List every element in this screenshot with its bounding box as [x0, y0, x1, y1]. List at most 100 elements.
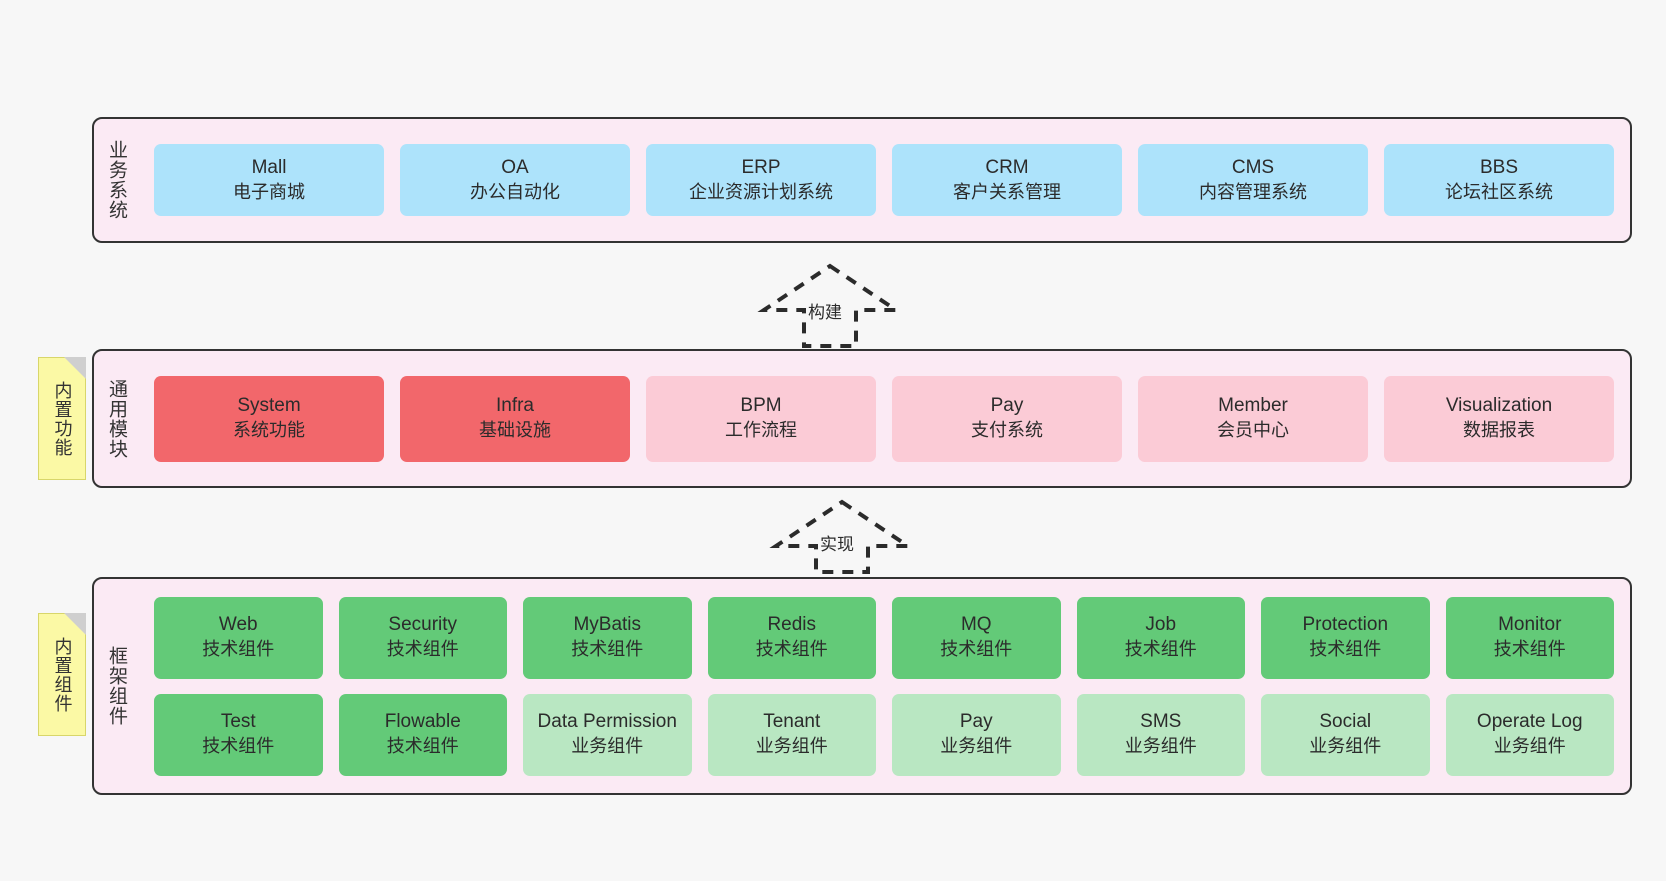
- arrow-build-label: 构建: [808, 303, 842, 322]
- arrow-build-shape: [757, 263, 903, 348]
- node-label-en: SMS: [1140, 711, 1182, 733]
- layer-framework-components: 框架组件 Web 技术组件 Security 技术组件 MyBatis 技术组件…: [92, 577, 1632, 795]
- layer-common-modules-title: 通用模块: [106, 378, 128, 459]
- arrow-build: 构建: [757, 262, 903, 350]
- node-label-en: System: [237, 395, 301, 417]
- node-label-cn: 技术组件: [386, 639, 459, 660]
- node-label-en: Visualization: [1445, 395, 1553, 417]
- node-label-en: Tenant: [763, 711, 821, 733]
- business-node-cms[interactable]: CMS 内容管理系统: [1138, 144, 1368, 216]
- node-label-cn: 技术组件: [571, 639, 644, 660]
- node-label-en: Pay: [959, 711, 993, 733]
- component-node-redis[interactable]: Redis 技术组件: [707, 596, 876, 679]
- node-label-cn: 技术组件: [755, 639, 828, 660]
- node-label-cn: 办公自动化: [470, 181, 560, 202]
- node-label-cn: 企业资源计划系统: [689, 181, 833, 202]
- node-label-en: Pay: [990, 395, 1024, 417]
- sticky-note-builtin-components: 内置组件: [38, 613, 86, 736]
- component-node-job[interactable]: Job 技术组件: [1076, 596, 1245, 679]
- node-label-cn: 会员中心: [1217, 420, 1289, 441]
- node-label-cn: 内容管理系统: [1199, 181, 1307, 202]
- framework-mixed-row: Test 技术组件 Flowable 技术组件 Data Permission …: [154, 693, 1614, 776]
- component-node-security[interactable]: Security 技术组件: [338, 596, 507, 679]
- component-node-flowable[interactable]: Flowable 技术组件: [338, 693, 507, 776]
- business-node-oa[interactable]: OA 办公自动化: [400, 144, 630, 216]
- component-node-social[interactable]: Social 业务组件: [1261, 693, 1430, 776]
- component-node-protection[interactable]: Protection 技术组件: [1261, 596, 1430, 679]
- node-label-en: CRM: [985, 156, 1029, 178]
- node-label-cn: 业务组件: [755, 736, 828, 757]
- module-node-bpm[interactable]: BPM 工作流程: [646, 375, 876, 462]
- node-label-cn: 业务组件: [1493, 736, 1566, 757]
- component-node-operate-log[interactable]: Operate Log 业务组件: [1445, 693, 1614, 776]
- node-label-cn: 客户关系管理: [953, 181, 1061, 202]
- module-node-visualization[interactable]: Visualization 数据报表: [1384, 375, 1614, 462]
- module-node-system[interactable]: System 系统功能: [154, 375, 384, 462]
- node-label-en: Test: [220, 711, 256, 733]
- component-node-test[interactable]: Test 技术组件: [154, 693, 323, 776]
- node-label-en: Member: [1218, 395, 1288, 417]
- node-label-cn: 技术组件: [202, 736, 275, 757]
- node-label-cn: 业务组件: [571, 736, 644, 757]
- module-node-infra[interactable]: Infra 基础设施: [400, 375, 630, 462]
- component-node-mybatis[interactable]: MyBatis 技术组件: [523, 596, 692, 679]
- node-label-en: Web: [218, 614, 258, 636]
- component-node-web[interactable]: Web 技术组件: [154, 596, 323, 679]
- node-label-cn: 技术组件: [1124, 639, 1197, 660]
- node-label-cn: 数据报表: [1463, 420, 1535, 441]
- framework-tech-row: Web 技术组件 Security 技术组件 MyBatis 技术组件 Redi…: [154, 596, 1614, 679]
- sticky-note-builtin-features: 内置功能: [38, 357, 86, 480]
- business-node-mall[interactable]: Mall 电子商城: [154, 144, 384, 216]
- business-node-bbs[interactable]: BBS 论坛社区系统: [1384, 144, 1614, 216]
- node-label-en: BPM: [740, 395, 782, 417]
- business-node-crm[interactable]: CRM 客户关系管理: [892, 144, 1122, 216]
- node-label-en: ERP: [741, 156, 781, 178]
- module-node-pay[interactable]: Pay 支付系统: [892, 375, 1122, 462]
- node-label-en: BBS: [1479, 156, 1519, 178]
- node-label-en: Mall: [251, 156, 287, 178]
- node-label-cn: 电子商城: [233, 181, 305, 202]
- business-node-row: Mall 电子商城 OA 办公自动化 ERP 企业资源计划系统 CRM 客户关系…: [154, 144, 1614, 216]
- arrow-implement: 实现: [769, 498, 915, 576]
- node-label-cn: 技术组件: [1493, 639, 1566, 660]
- module-node-member[interactable]: Member 会员中心: [1138, 375, 1368, 462]
- component-node-pay[interactable]: Pay 业务组件: [892, 693, 1061, 776]
- layer-business-system-title: 业务系统: [106, 140, 128, 220]
- node-label-en: MyBatis: [573, 614, 642, 636]
- node-label-en: MQ: [960, 614, 992, 636]
- node-label-cn: 系统功能: [233, 420, 305, 441]
- arrow-implement-shape: [769, 499, 915, 574]
- node-label-en: OA: [501, 156, 529, 178]
- component-node-sms[interactable]: SMS 业务组件: [1076, 693, 1245, 776]
- layer-common-modules-body: System 系统功能 Infra 基础设施 BPM 工作流程 Pay 支付系统…: [138, 351, 1630, 486]
- node-label-cn: 工作流程: [725, 420, 797, 441]
- node-label-cn: 技术组件: [1309, 639, 1382, 660]
- business-node-erp[interactable]: ERP 企业资源计划系统: [646, 144, 876, 216]
- node-label-cn: 业务组件: [1124, 736, 1197, 757]
- component-node-mq[interactable]: MQ 技术组件: [892, 596, 1061, 679]
- node-label-en: Job: [1145, 614, 1177, 636]
- component-node-monitor[interactable]: Monitor 技术组件: [1445, 596, 1614, 679]
- component-node-tenant[interactable]: Tenant 业务组件: [707, 693, 876, 776]
- arrow-implement-label: 实现: [820, 535, 854, 554]
- component-node-data-permission[interactable]: Data Permission 业务组件: [523, 693, 692, 776]
- node-label-cn: 技术组件: [202, 639, 275, 660]
- node-label-cn: 业务组件: [940, 736, 1013, 757]
- node-label-cn: 支付系统: [971, 420, 1043, 441]
- node-label-cn: 技术组件: [940, 639, 1013, 660]
- node-label-cn: 基础设施: [479, 420, 551, 441]
- layer-common-modules: 通用模块 System 系统功能 Infra 基础设施 BPM 工作流程 Pay…: [92, 349, 1632, 488]
- layer-framework-components-title: 框架组件: [106, 646, 128, 726]
- node-label-cn: 论坛社区系统: [1445, 181, 1553, 202]
- node-label-en: Redis: [767, 614, 817, 636]
- node-label-cn: 业务组件: [1309, 736, 1382, 757]
- node-label-en: Security: [388, 614, 458, 636]
- node-label-en: Operate Log: [1476, 711, 1583, 733]
- node-label-en: Data Permission: [537, 711, 677, 733]
- node-label-en: Monitor: [1498, 614, 1562, 636]
- node-label-cn: 技术组件: [386, 736, 459, 757]
- node-label-en: Infra: [495, 395, 535, 417]
- layer-business-system: 业务系统 Mall 电子商城 OA 办公自动化 ERP 企业资源计划系统 CRM…: [92, 117, 1632, 243]
- module-node-row: System 系统功能 Infra 基础设施 BPM 工作流程 Pay 支付系统…: [154, 375, 1614, 462]
